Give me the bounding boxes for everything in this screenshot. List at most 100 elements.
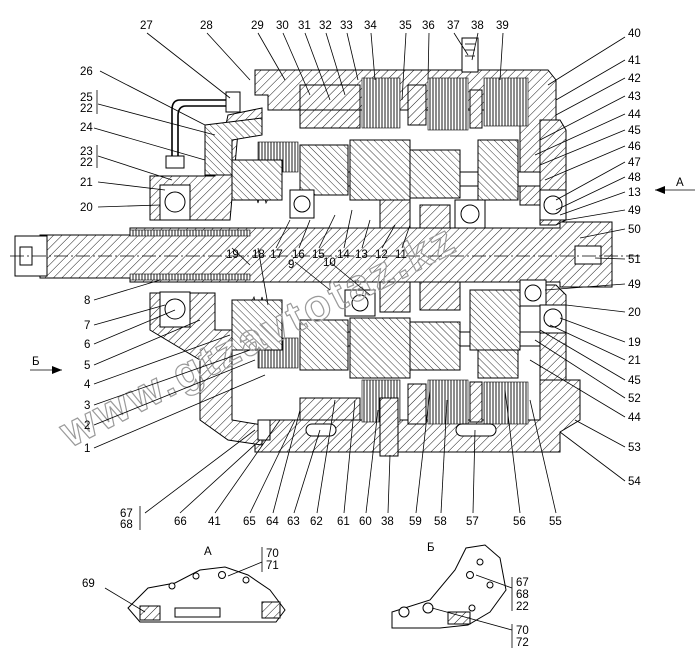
callout: 24 <box>80 122 93 134</box>
callout: 11 <box>395 249 407 261</box>
callout: 56 <box>513 516 526 528</box>
callout: 17 <box>270 249 283 261</box>
view-b-marker: Б <box>30 356 62 374</box>
callout: 25 <box>80 92 93 104</box>
callouts-right: 40 41 42 43 44 45 46 47 48 13 49 50 51 4… <box>628 28 641 488</box>
callout: 22 <box>80 103 93 115</box>
callout: 55 <box>549 516 562 528</box>
callout: 53 <box>628 442 641 454</box>
callout: 31 <box>298 20 311 32</box>
callout: 38 <box>471 20 484 32</box>
callout: 33 <box>340 20 353 32</box>
callout: 20 <box>80 202 93 214</box>
callout: 7 <box>84 320 90 332</box>
callout: 59 <box>409 516 422 528</box>
callout: 71 <box>266 560 279 572</box>
callout: 69 <box>82 578 95 590</box>
callout: 39 <box>496 20 509 32</box>
bearing-lower-right <box>519 279 547 307</box>
callout: 36 <box>422 20 435 32</box>
view-a-marker-label: А <box>676 177 684 189</box>
bearing-lower-left <box>159 291 191 328</box>
callout: 13 <box>628 187 641 199</box>
callout: 50 <box>628 224 641 236</box>
bearing-right-end <box>539 189 567 221</box>
callout: 66 <box>174 516 187 528</box>
view-b-title: Б <box>427 542 435 554</box>
callout: 22 <box>80 157 93 169</box>
bearing-upper-mid <box>289 189 315 219</box>
view-b-marker-label: Б <box>32 356 40 368</box>
callout: 30 <box>276 20 289 32</box>
callout: 67 <box>120 508 133 520</box>
callout: 68 <box>516 589 529 601</box>
callout: 37 <box>447 20 460 32</box>
callout: 10 <box>323 257 336 269</box>
callout: 1 <box>84 443 90 455</box>
callout: 29 <box>251 20 264 32</box>
callout: 13 <box>355 249 368 261</box>
view-b: Б 67 68 22 70 72 <box>391 542 529 649</box>
callout: 3 <box>84 400 90 412</box>
callout: 57 <box>466 516 479 528</box>
callouts-shaft: 19 18 17 16 15 14 13 12 11 9 10 <box>226 249 407 271</box>
callout: 21 <box>628 355 641 367</box>
callout: 46 <box>628 141 641 153</box>
callout: 63 <box>287 516 300 528</box>
callout: 26 <box>80 66 93 78</box>
callout: 14 <box>337 249 350 261</box>
callout: 21 <box>80 177 93 189</box>
callout: 19 <box>628 337 641 349</box>
callout: 34 <box>364 20 377 32</box>
callout: 70 <box>266 548 279 560</box>
callout: 44 <box>628 109 641 121</box>
callout: 58 <box>434 516 447 528</box>
callout: 27 <box>140 20 153 32</box>
callout: 22 <box>516 601 529 613</box>
bearing-right-end-lower <box>539 304 567 334</box>
callout: 65 <box>243 516 256 528</box>
callout: 19 <box>226 249 239 261</box>
callout: 6 <box>84 339 90 351</box>
callout: 62 <box>310 516 323 528</box>
callout: 45 <box>628 375 641 387</box>
callout: 41 <box>628 55 641 67</box>
callout: 5 <box>84 360 90 372</box>
callout: 38 <box>381 516 394 528</box>
callout: 18 <box>252 249 265 261</box>
callout: 43 <box>628 91 641 103</box>
bearing-lower-mid <box>344 289 376 317</box>
callout: 44 <box>628 412 641 424</box>
callouts-left: 26 25 22 24 23 22 21 20 8 7 6 5 4 3 2 1 <box>80 66 98 455</box>
callout: 47 <box>628 157 641 169</box>
callout: 61 <box>337 516 350 528</box>
callout: 51 <box>628 254 641 266</box>
callout: 68 <box>120 519 133 531</box>
callout: 12 <box>375 249 388 261</box>
callout: 49 <box>628 279 641 291</box>
view-a: А 70 71 69 <box>82 546 286 623</box>
callout: 9 <box>288 259 294 271</box>
callouts-bottom: 67 68 66 41 65 64 63 62 61 60 38 59 58 5… <box>120 506 562 531</box>
callout: 48 <box>628 172 641 184</box>
callout: 16 <box>292 249 305 261</box>
callout: 32 <box>319 20 332 32</box>
callout: 52 <box>628 393 641 405</box>
callout: 23 <box>80 146 93 158</box>
callout: 70 <box>516 625 529 637</box>
bearing-upper-right <box>454 199 486 229</box>
callout: 4 <box>84 379 91 391</box>
callout: 67 <box>516 577 529 589</box>
callout: 45 <box>628 125 641 137</box>
callout: 40 <box>628 28 641 40</box>
callout: 41 <box>208 516 221 528</box>
callout: 72 <box>516 637 529 649</box>
callout: 15 <box>312 249 325 261</box>
callout: 28 <box>200 20 213 32</box>
callout: 64 <box>266 516 279 528</box>
callout: 42 <box>628 73 641 85</box>
callout: 2 <box>84 420 90 432</box>
callout: 8 <box>84 295 90 307</box>
callouts-top: 27 28 29 30 31 32 33 34 35 36 37 38 39 <box>140 20 509 32</box>
